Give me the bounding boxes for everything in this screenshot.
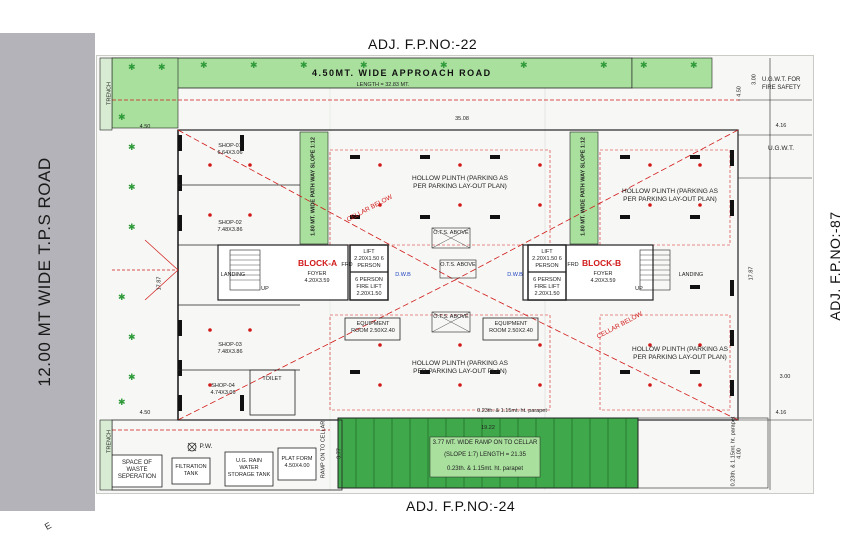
block-b-equipment: EQUIPMENT ROOM 2.50X2.40 [489,321,533,334]
dim-400: 4.00 [736,448,743,459]
block-a-landing: LANDING [220,272,246,278]
block-b-up: UP [635,286,643,292]
svg-text:✱: ✱ [128,142,136,152]
block-b-fire-lift: 6 PERSON FIRE LIFT 2.20X1.50 [533,277,561,297]
dim-height-left: 17.87 [156,276,163,291]
svg-text:✱: ✱ [128,62,136,72]
pw-label: P.W. [199,443,213,450]
ots-top: O.T.S. ABOVE [433,230,469,236]
filtration-tank: FILTRATION TANK [175,464,207,477]
ramp-parapet: 0.23th. & 1.15mt. ht. parapet [446,466,524,472]
ugwt-fire-label: U.G.W.T. FOR FIRE SAFETY [762,77,801,91]
block-a-up: UP [261,286,269,292]
ramp-side-label: RAMP ON TO CELLAR [320,420,327,479]
svg-text:✱: ✱ [128,182,136,192]
approach-road-right [631,57,713,89]
svg-text:✱: ✱ [640,60,648,70]
dim-top-width: 35.08 [455,116,469,122]
tps-road [0,33,95,511]
svg-text:✱: ✱ [200,60,208,70]
ots-middle: O.T.S. ABOVE [440,262,476,268]
hollow-plinth-top-center: HOLLOW PLINTH (PARKING AS PER PARKING LA… [412,175,508,190]
ugwt-label: U.G.W.T. [768,145,794,152]
block-b-frd: FRD [567,262,579,268]
svg-text:✱: ✱ [158,62,166,72]
hollow-plinth-top-right: HOLLOW PLINTH (PARKING AS PER PARKING LA… [622,188,718,203]
block-a-fire-lift: 6 PERSON FIRE LIFT 2.20X1.50 [355,277,383,297]
svg-text:✱: ✱ [690,60,698,70]
adj-plot-top: ADJ. F.P.NO:-22 [368,36,478,52]
hollow-plinth-bottom-right: HOLLOW PLINTH (PARKING AS PER PARKING LA… [632,346,728,361]
trench-top: TRENCH [106,82,113,105]
hollow-plinth-bottom-center: HOLLOW PLINTH (PARKING AS PER PARKING LA… [412,360,508,375]
waste-separation: SPACE OF WASTE SEPERATION [117,460,157,480]
toilet-label: TOILET [262,376,282,382]
dim-ramp-width: 19.22 [481,425,495,431]
ramp-slope: (SLOPE 1:7) LENGTH = 21.35 [444,452,526,458]
block-b-lift: LIFT 2.20X1.50 6 PERSON [532,249,562,269]
dim-300-bottom: 3.00 [779,374,791,380]
trench-bottom: TRENCH [106,430,113,453]
pathway-a [299,131,329,245]
svg-text:✱: ✱ [250,60,258,70]
block-a-core [217,244,349,301]
block-a-lift: LIFT 2.20X1.50 6 PERSON [354,249,384,269]
svg-text:✱: ✱ [118,112,126,122]
dim-300-top: 3.00 [751,74,758,85]
dim-416-bottom: 4.16 [775,410,787,416]
platform-label: PLAT FORM 4.50X4.00 [281,456,313,469]
approach-road-title: 4.50MT. WIDE APPROACH ROAD [312,68,492,78]
block-a-dwb: D.W.B [395,272,411,278]
tree-symbols: ✱ ✱ ✱ ✱ ✱ ✱ ✱ ✱ ✱ ✱ ✱ ✱ ✱ ✱ ✱ ✱ ✱ ✱ ✱ [118,60,698,407]
svg-text:✱: ✱ [300,60,308,70]
svg-text:✱: ✱ [520,60,528,70]
svg-text:✱: ✱ [118,397,126,407]
ramp-label: 3.77 MT. WIDE RAMP ON TO CELLAR [432,440,538,446]
block-a-frd: FRD [341,262,353,268]
approach-road [111,57,633,89]
block-b-landing: LANDING [678,272,704,278]
svg-text:✱: ✱ [128,332,136,342]
block-b-dwb: D.W.B [507,272,523,278]
pathway-a-label: 1.80 MT. WIDE PATH WAY SLOPE 1:12 [310,137,317,236]
svg-text:✱: ✱ [118,292,126,302]
svg-text:✱: ✱ [128,372,136,382]
approach-road-left [111,57,179,129]
parapet-note: 0.23th. & 1.15mt. ht. parapet [477,408,547,414]
parapet-note-right: 0.23th. & 1.15mt. ht. parapet [730,416,737,487]
cellar-boundary [177,129,739,421]
parking-markers [208,163,702,387]
dim-left-top: 4.50 [139,124,151,130]
block-a-name: BLOCK-A [298,258,338,268]
svg-text:✱: ✱ [128,222,136,232]
block-a-equipment: EQUIPMENT ROOM 2.50X2.40 [351,321,395,334]
svg-text:✱: ✱ [360,60,368,70]
dim-450-right: 4.50 [736,86,743,97]
block-b-name: BLOCK-B [582,258,622,268]
dim-377: 3.77 [336,448,343,459]
dim-left-bottom: 4.50 [139,410,151,416]
pathway-b-label: 1.80 MT. WIDE PATH WAY SLOPE 1:12 [580,137,587,236]
svg-text:✱: ✱ [440,60,448,70]
rainwater-tank: U.G. RAIN WATER STORAGE TANK [227,458,271,478]
adj-plot-bottom: ADJ. F.P.NO:-24 [406,498,516,514]
pathway-b [569,131,599,245]
dim-height-right: 17.87 [748,266,755,281]
svg-text:✱: ✱ [600,60,608,70]
dim-416-top: 4.16 [775,123,787,129]
approach-road-length: LENGTH = 32.83 MT. [356,82,410,88]
ots-bottom: O.T.S. ABOVE [433,314,469,320]
